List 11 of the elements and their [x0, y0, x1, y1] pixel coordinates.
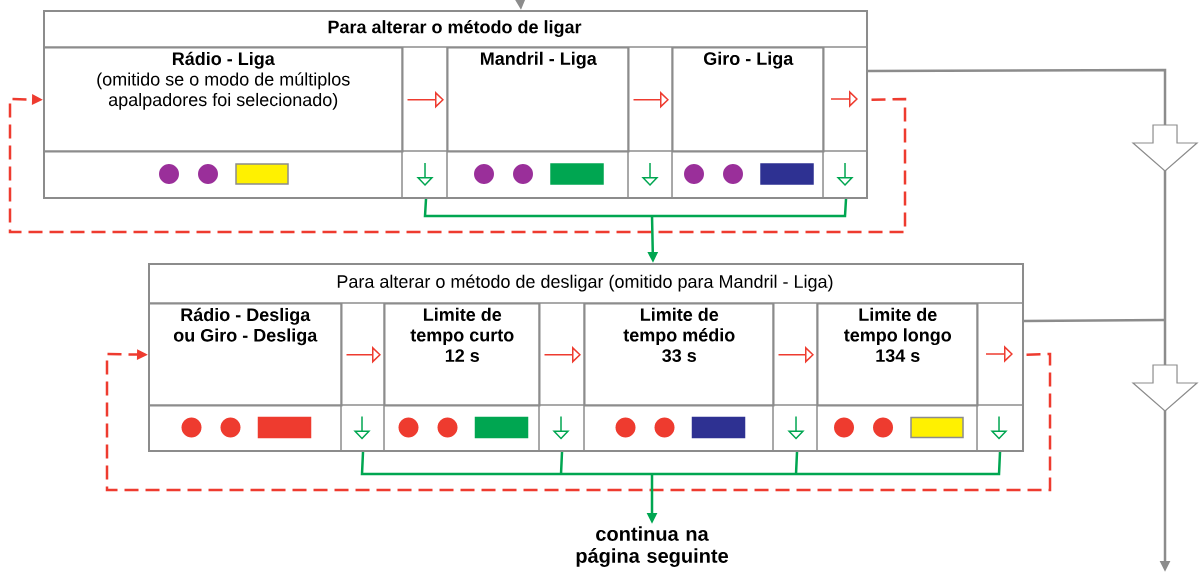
table-cell: Limite de tempo médio 33 s [584, 303, 775, 407]
table-cell: Giro - Liga [672, 47, 825, 153]
dashed-arrow [8, 94, 907, 234]
continuation-note: continua na página seguinte [576, 526, 728, 567]
connector-line [1024, 318, 1166, 323]
table-cell: Limite de tempo longo 134 s [817, 303, 979, 407]
dashed-arrow [105, 349, 1052, 492]
table-cell: Mandril - Liga [447, 47, 630, 153]
table-cell: Limite de tempo curto 12 s [384, 303, 541, 407]
table-cell: Rádio - Desliga ou Giro - Desliga [148, 303, 343, 407]
table-cell: Rádio - Liga (omitido se o modo de múltiplos apalpadores foi selecionado) [43, 47, 404, 153]
